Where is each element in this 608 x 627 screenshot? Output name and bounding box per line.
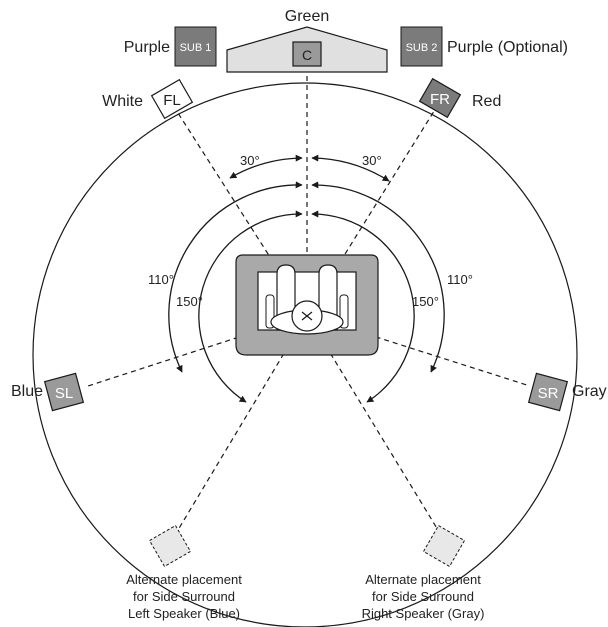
fr-color-label: Red (472, 93, 501, 110)
sub1-code: SUB 1 (180, 42, 212, 54)
fl-code: FL (163, 92, 181, 109)
alt-left-speaker (148, 524, 192, 568)
alt-left-caption: Alternate placement for Side Surround Le… (126, 572, 242, 621)
fl-color-label: White (102, 93, 143, 110)
alt-left-box (148, 524, 192, 568)
alt-left-line-3: Left Speaker (Blue) (128, 606, 240, 621)
sub2: SUB 2 (400, 26, 443, 67)
fl-box (150, 78, 194, 120)
angle-label-110-left: 110° (148, 272, 174, 287)
alt-left-color: (Blue) (205, 606, 240, 621)
sub2-box (400, 26, 443, 67)
angle-label-150-right: 150° (412, 294, 439, 309)
fr-box (418, 77, 462, 119)
alt-right-speaker (422, 524, 466, 568)
alt-left-line-1: Alternate placement (126, 572, 242, 587)
fr-code: FR (430, 91, 450, 108)
listener-mark (301, 311, 313, 321)
alt-right-caption: Alternate placement for Side Surround Ri… (362, 572, 485, 621)
sl-color-label: Blue (11, 383, 43, 400)
sub2-color-label: Purple (Optional) (447, 39, 568, 56)
angle-arcs (168, 154, 445, 403)
line-alt-left (177, 314, 308, 531)
sub1-color-label: Purple (124, 39, 170, 56)
speaker-fr: FR (418, 77, 462, 119)
sr-box (527, 372, 569, 412)
alt-left-line-2: for Side Surround (133, 589, 235, 604)
center-speaker: C (226, 26, 388, 73)
arc-110-left (168, 181, 303, 373)
sub1: SUB 1 (174, 26, 217, 67)
alt-right-line-3-text: Right Speaker (362, 606, 445, 621)
sofa (235, 254, 379, 356)
sr-code: SR (538, 385, 559, 402)
speaker-sr: SR (527, 372, 569, 412)
alt-right-line-3: Right Speaker (Gray) (362, 606, 485, 621)
sub1-box (174, 26, 217, 67)
arc-30-left (229, 154, 303, 179)
angle-label-30-right: 30° (362, 153, 382, 168)
speaker-fl: FL (150, 78, 194, 120)
arc-150-left (198, 210, 303, 403)
arc-110-right (311, 181, 445, 373)
alt-right-box (422, 524, 466, 568)
line-alt-right (306, 314, 439, 531)
speaker-sl: SL (43, 372, 85, 412)
sl-code: SL (55, 385, 73, 402)
sr-color-label: Gray (572, 383, 607, 400)
arc-150-right (311, 210, 415, 403)
angle-label-30-left: 30° (240, 153, 260, 168)
angle-label-150-left: 150° (176, 294, 203, 309)
room-circle (32, 82, 578, 627)
center-speaker-code: C (302, 47, 312, 63)
sub2-code: SUB 2 (406, 42, 438, 54)
alt-left-line-3-text: Left Speaker (128, 606, 202, 621)
alt-right-line-1: Alternate placement (365, 572, 481, 587)
alt-right-line-2: for Side Surround (372, 589, 474, 604)
angle-label-110-right: 110° (447, 272, 473, 287)
sl-box (43, 372, 85, 412)
alt-right-color: (Gray) (448, 606, 485, 621)
center-speaker-box (292, 41, 322, 67)
center-color-label: Green (285, 8, 329, 25)
arc-30-right (311, 154, 390, 182)
